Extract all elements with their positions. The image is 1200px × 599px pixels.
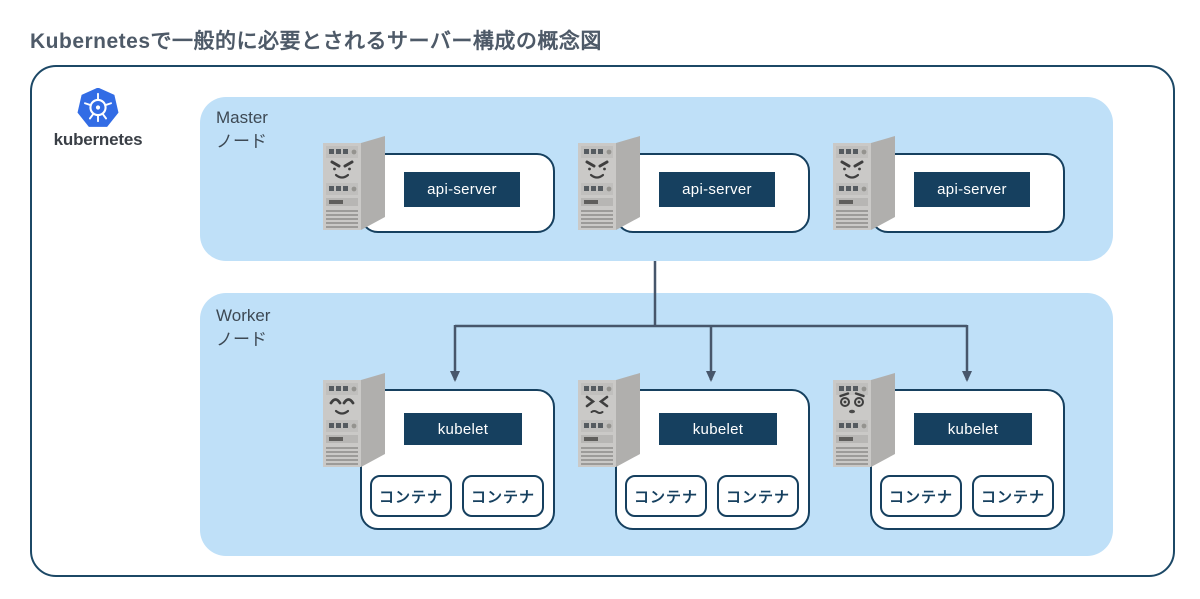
server-tower-icon: [323, 370, 387, 470]
master-zone-label: Master ノード: [216, 108, 268, 151]
worker-zone-label: Worker ノード: [216, 306, 271, 349]
server-tower-icon: [578, 370, 642, 470]
kubelet-chip: kubelet: [914, 413, 1032, 445]
master-card: [360, 153, 555, 233]
kubernetes-helm-wheel-icon: [77, 88, 119, 127]
api-server-chip: api-server: [404, 172, 520, 207]
container-box: コンテナ: [717, 475, 799, 517]
kubernetes-logo: kubernetes: [42, 88, 154, 150]
server-tower-icon: [833, 133, 897, 233]
api-server-chip: api-server: [659, 172, 775, 207]
server-tower-icon: [578, 133, 642, 233]
container-box: コンテナ: [625, 475, 707, 517]
container-box: コンテナ: [972, 475, 1054, 517]
kubernetes-logo-label: kubernetes: [53, 130, 143, 149]
api-server-chip: api-server: [914, 172, 1030, 207]
server-tower-icon: [833, 370, 897, 470]
container-box: コンテナ: [880, 475, 962, 517]
server-tower-icon: [323, 133, 387, 233]
container-box: コンテナ: [462, 475, 544, 517]
kubelet-chip: kubelet: [659, 413, 777, 445]
kubelet-chip: kubelet: [404, 413, 522, 445]
container-box: コンテナ: [370, 475, 452, 517]
page-title: Kubernetesで一般的に必要とされるサーバー構成の概念図: [30, 30, 602, 53]
